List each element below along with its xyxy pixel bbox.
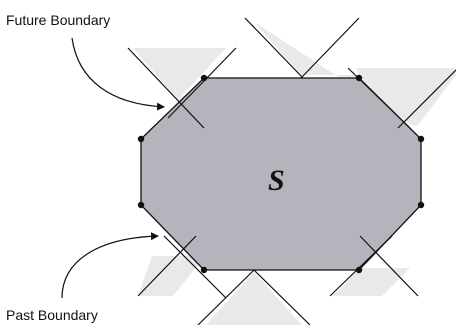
light-cone-lines bbox=[127, 17, 456, 325]
cone-fill-top-left bbox=[133, 48, 226, 100]
cone-line bbox=[197, 269, 255, 325]
cone-line bbox=[397, 69, 456, 129]
cone-line bbox=[127, 47, 205, 129]
cone-line bbox=[244, 17, 304, 79]
vertex-dot bbox=[355, 74, 363, 82]
vertex-dot bbox=[417, 135, 425, 143]
future-boundary-label: Future Boundary bbox=[6, 12, 110, 28]
cone-fill-bottom-center bbox=[206, 272, 302, 325]
vertex-dot bbox=[355, 266, 363, 274]
cone-line bbox=[300, 17, 360, 79]
cone-line bbox=[167, 47, 237, 119]
cone-line bbox=[253, 269, 311, 325]
cone-line bbox=[359, 235, 419, 297]
vertex-dot bbox=[137, 135, 145, 143]
past-boundary-label: Past Boundary bbox=[6, 307, 98, 323]
light-cone-fills bbox=[133, 22, 456, 325]
cone-line bbox=[137, 235, 197, 297]
region-label: S bbox=[268, 164, 285, 197]
vertex-dot bbox=[417, 201, 425, 209]
cone-fill-bottom-right bbox=[333, 268, 410, 296]
past-boundary-arrow bbox=[61, 232, 159, 299]
cone-fill-bottom-left bbox=[138, 256, 205, 296]
vertex-dot bbox=[137, 201, 145, 209]
vertex-dot bbox=[200, 266, 208, 274]
vertex-dot bbox=[200, 74, 208, 82]
cone-fill-top-center bbox=[254, 22, 456, 126]
region-vertices bbox=[137, 74, 425, 274]
cone-line bbox=[163, 235, 227, 299]
cone-line bbox=[329, 235, 393, 297]
future-boundary-arrow bbox=[71, 37, 165, 111]
